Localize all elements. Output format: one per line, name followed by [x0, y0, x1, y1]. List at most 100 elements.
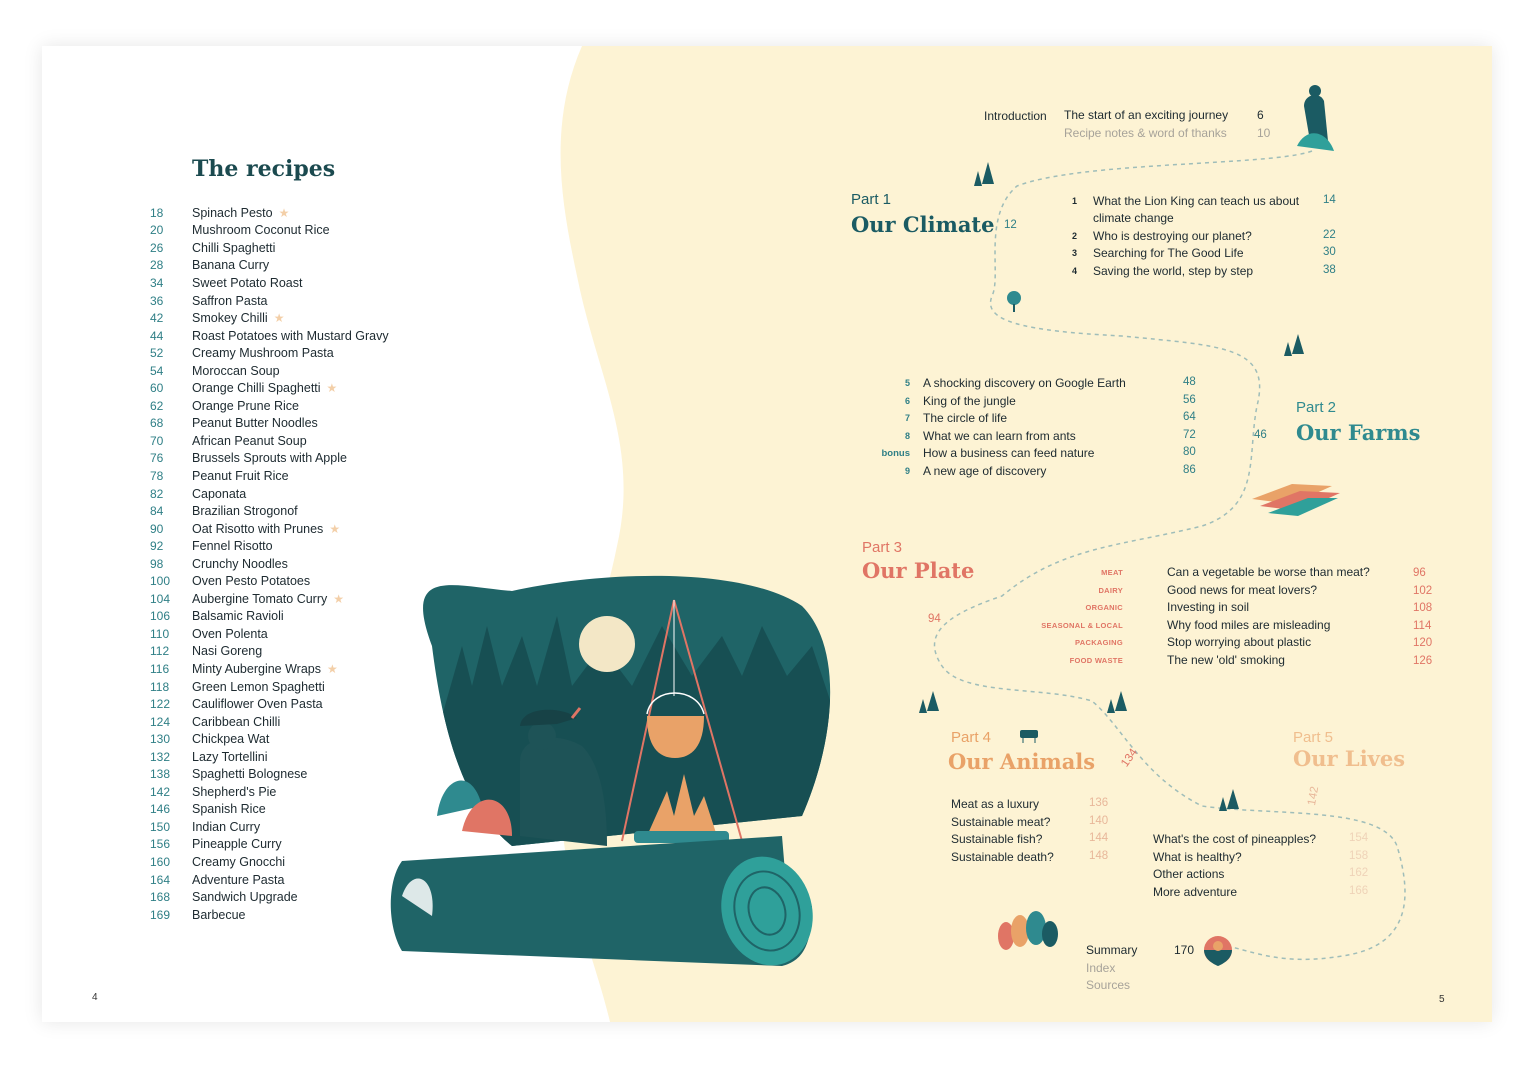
recipe-name: Moroccan Soup	[192, 363, 280, 378]
recipe-page-number: 28	[150, 258, 164, 273]
tree-icon	[974, 162, 994, 186]
part1-page: 12	[1004, 219, 1017, 231]
recipe-name: Chickpea Wat	[192, 732, 270, 747]
fire-icon	[647, 774, 717, 836]
recipes-title: The recipes	[192, 156, 336, 182]
chapter-page: 158	[1349, 849, 1369, 862]
recipe-name: Spanish Rice	[192, 802, 266, 817]
tree-icon	[919, 691, 939, 713]
recipe-name: Lazy Tortellini	[192, 749, 268, 764]
tree-icon	[1284, 334, 1304, 356]
star-icon: ★	[273, 311, 285, 326]
chapter-page: 136	[1089, 797, 1109, 809]
summary-page: 170	[1174, 943, 1195, 957]
recipe-name: Cauliflower Oven Pasta	[192, 697, 323, 712]
fern-icon	[402, 878, 433, 916]
recipe-page-number: 160	[150, 855, 171, 869]
recipe-page-number: 36	[150, 293, 164, 308]
recipe-name: Oat Risotto with Prunes	[192, 521, 324, 536]
chapter-title: Sustainable meat?	[951, 814, 1051, 829]
chapter-number: 2	[1072, 231, 1078, 241]
recipe-name: Fennel Risotto	[192, 539, 273, 554]
page-number-right: 5	[1439, 994, 1445, 1005]
star-icon: ★	[278, 205, 290, 220]
chapter-number: 9	[904, 465, 910, 476]
recipe-name: Oven Polenta	[192, 626, 268, 641]
chapter-page: 154	[1349, 832, 1369, 844]
field-icon	[1252, 484, 1340, 516]
recipe-page-number: 20	[150, 223, 164, 238]
part4-title: Our Animals	[948, 749, 1096, 774]
recipe-page-number: 164	[150, 872, 171, 887]
chapter-page: 22	[1323, 229, 1336, 241]
chapter-page: 166	[1349, 884, 1369, 897]
chapter-number: 3	[1072, 248, 1078, 258]
moon-icon	[579, 616, 635, 672]
chapter-title: A shocking discovery on Google Earth	[923, 376, 1126, 390]
chapter-title: The new 'old' smoking	[1167, 652, 1285, 667]
chapter-title: Other actions	[1153, 867, 1225, 881]
person-figure	[520, 737, 607, 846]
chapter-number: 5	[904, 378, 910, 388]
recipe-page-number: 62	[150, 398, 164, 413]
sunset-icon	[1204, 936, 1232, 966]
chapter-title: A new age of discovery	[923, 463, 1047, 478]
recipe-name: Sandwich Upgrade	[192, 890, 298, 905]
recipe-name: Banana Curry	[192, 258, 270, 273]
recipe-page-number: 82	[150, 486, 164, 501]
index-label: Index	[1086, 961, 1116, 975]
recipe-name: Balsamic Ravioli	[192, 609, 284, 624]
recipe-name: Crunchy Noodles	[192, 556, 288, 571]
recipe-name: Caponata	[192, 486, 247, 501]
summary-label: Summary	[1086, 943, 1138, 957]
chapter-title: Why food miles are misleading	[1167, 617, 1331, 632]
part3-label: Part 3	[862, 539, 903, 556]
campfire-illustration	[390, 575, 831, 966]
recipe-name: Aubergine Tomato Curry	[192, 591, 328, 606]
recipe-name: Green Lemon Spaghetti	[192, 679, 325, 694]
chapter-title: Saving the world, step by step	[1093, 264, 1254, 278]
recipe-name: Pineapple Curry	[192, 837, 282, 852]
part2-label: Part 2	[1296, 399, 1337, 416]
recipe-page-number: 100	[150, 574, 171, 589]
part2-title: Our Farms	[1296, 420, 1421, 445]
part3-page: 94	[928, 613, 941, 625]
recipe-page-number: 124	[150, 714, 171, 729]
recipe-page-number: 52	[150, 346, 164, 361]
chapter-title-line2: climate change	[1093, 211, 1174, 225]
chapter-tag: FOOD WASTE	[1069, 655, 1123, 665]
chapter-page: 96	[1413, 567, 1426, 579]
intro-item-2-page: 10	[1257, 126, 1271, 140]
chapter-tag: DAIRY	[1098, 585, 1123, 595]
recipe-page-number: 104	[150, 591, 171, 606]
recipe-page-number: 54	[150, 363, 164, 378]
recipe-page-number: 60	[150, 381, 164, 396]
chapter-page: 86	[1183, 463, 1196, 476]
recipe-row: 54 Moroccan Soup	[150, 362, 389, 380]
recipe-page-number: 98	[150, 556, 164, 571]
recipe-page-number: 150	[150, 819, 171, 834]
part5-title: Our Lives	[1293, 746, 1406, 771]
